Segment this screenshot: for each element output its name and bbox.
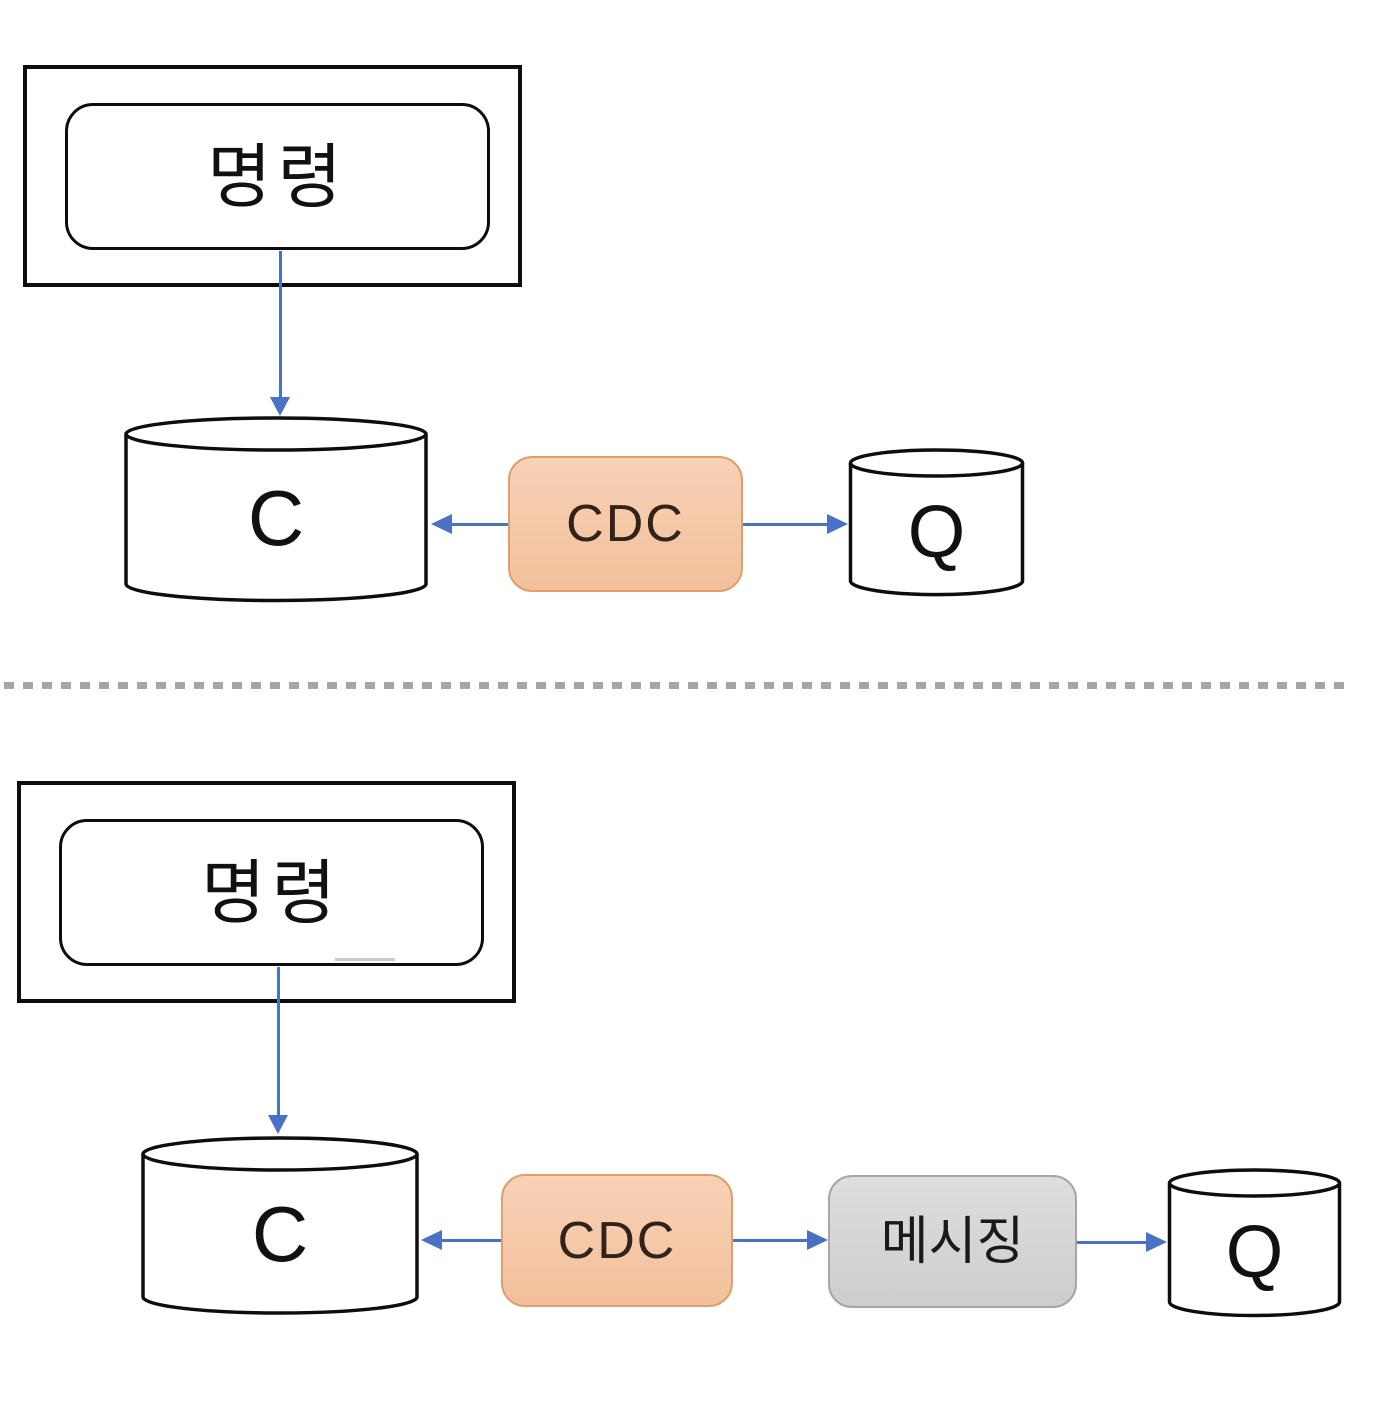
command-inner-box-bottom: 명령 — [59, 819, 484, 966]
cdc-label-top: CDC — [566, 495, 685, 553]
arrow-cdc-to-q-top-head — [827, 514, 848, 534]
cylinder-q-bottom-label: Q — [1225, 1210, 1284, 1293]
arrow-command-to-c-bottom-line — [277, 967, 280, 1117]
cdc-box-bottom: CDC — [501, 1174, 733, 1307]
cylinder-c-top — [124, 416, 428, 603]
command-inner-box-top: 명령 — [65, 103, 490, 250]
arrow-messaging-to-q-head — [1146, 1232, 1167, 1252]
arrow-command-to-c-top-line — [279, 251, 282, 398]
section-divider-dashed-line — [4, 682, 1344, 689]
cylinder-q-top-lid — [848, 448, 1025, 478]
cylinder-c-top-body — [124, 434, 428, 603]
cylinder-c-bottom — [141, 1136, 419, 1315]
cdc-label-bottom: CDC — [557, 1211, 677, 1270]
arrow-command-to-c-top-head — [270, 397, 290, 416]
arrow-cdc-to-messaging-head — [807, 1230, 828, 1250]
arrow-cdc-to-c-bottom-head — [421, 1230, 442, 1250]
cylinder-c-top-lid — [124, 416, 428, 452]
cylinder-c-bottom-label: C — [251, 1190, 309, 1278]
arrow-messaging-to-q-line — [1077, 1241, 1147, 1244]
command-label-top: 명령 — [207, 137, 348, 216]
arrow-cdc-to-c-bottom-line — [441, 1239, 503, 1242]
cylinder-q-top — [848, 448, 1025, 597]
arrow-cdc-to-messaging-line — [733, 1239, 808, 1242]
cylinder-c-bottom-body — [141, 1154, 419, 1315]
cylinder-q-top-label: Q — [907, 489, 966, 573]
arrow-command-to-c-bottom-head — [268, 1115, 288, 1134]
arrow-cdc-to-c-top-head — [431, 514, 452, 534]
cylinder-q-top-body — [848, 463, 1025, 597]
cylinder-c-top-label: C — [247, 474, 305, 562]
cylinder-q-bottom-lid — [1167, 1168, 1342, 1198]
messaging-box: 메시징 — [828, 1175, 1077, 1308]
command-label-bottom: 명령 — [201, 853, 342, 932]
arrow-cdc-to-q-top-line — [743, 523, 828, 526]
arrow-cdc-to-c-top-line — [450, 523, 510, 526]
cdc-box-top: CDC — [508, 456, 743, 592]
cylinder-c-bottom-lid — [141, 1136, 419, 1172]
stray-gray-line — [335, 958, 395, 961]
messaging-label: 메시징 — [880, 1212, 1025, 1271]
cylinder-q-bottom — [1167, 1168, 1342, 1318]
cylinder-q-bottom-body — [1167, 1183, 1342, 1318]
